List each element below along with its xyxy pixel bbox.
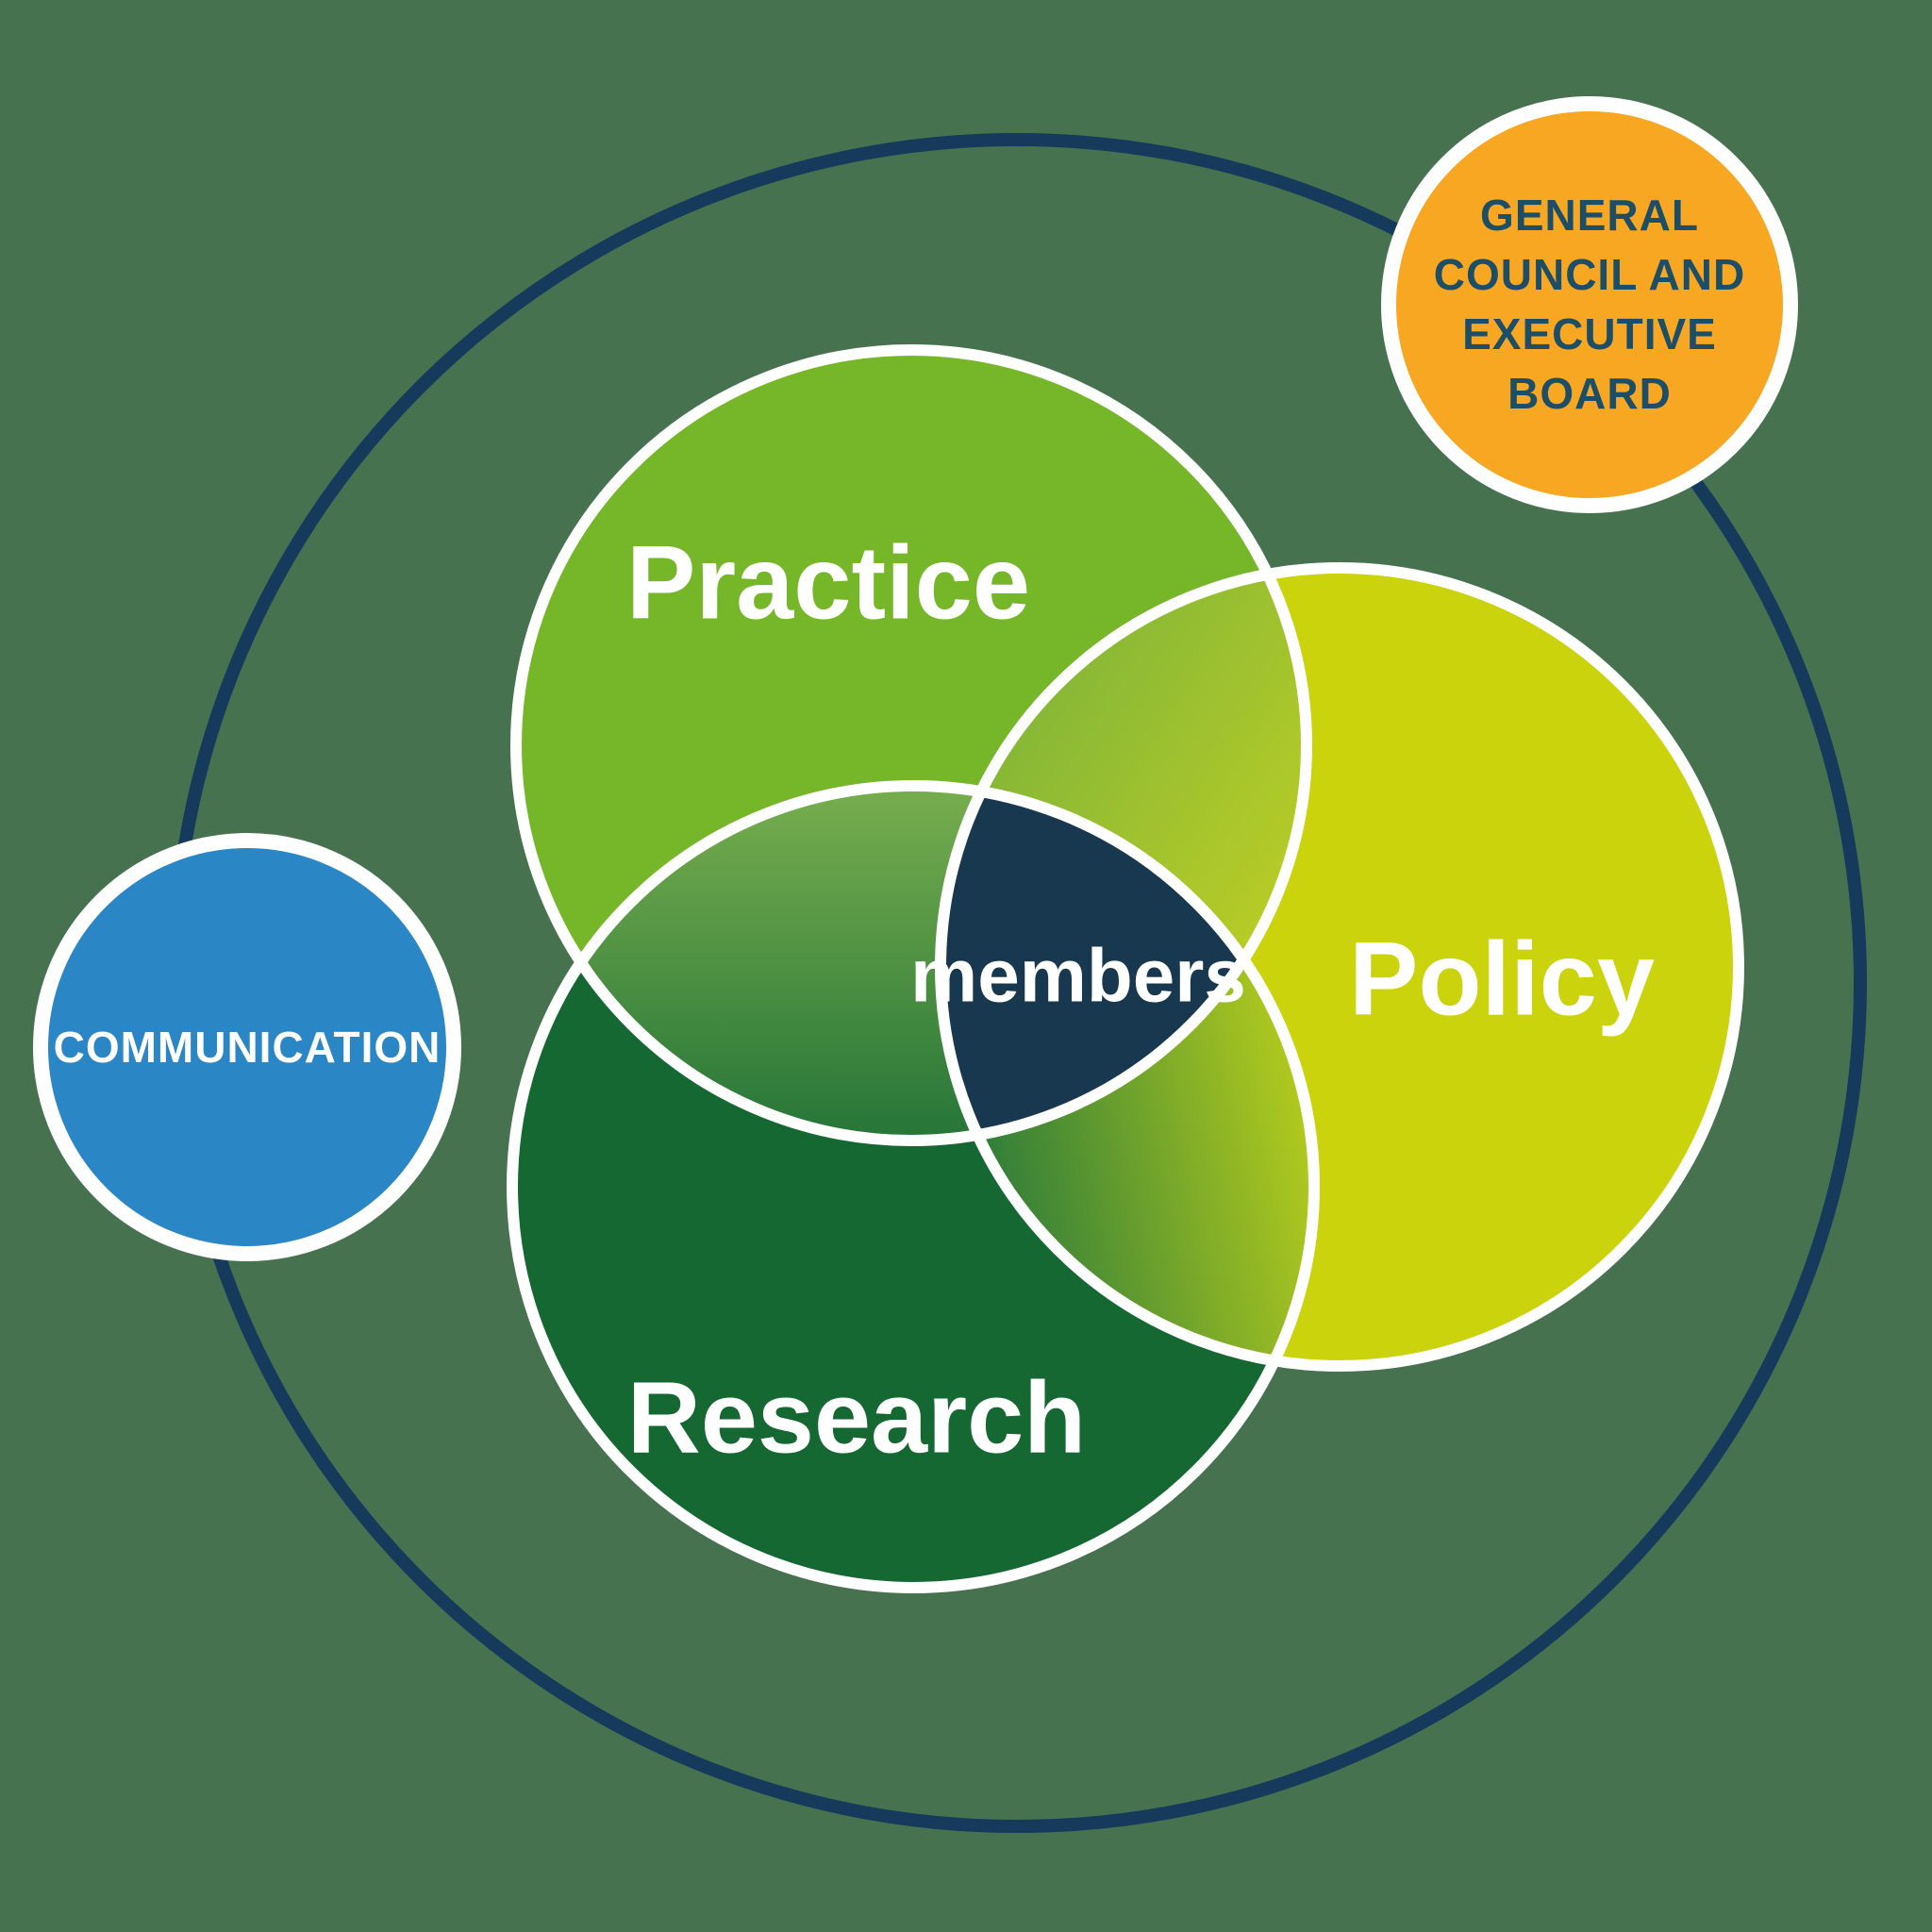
members-intersection (941, 786, 1307, 1141)
governance-circle-group: GENERAL COUNCIL AND EXECUTIVE BOARD (1381, 96, 1798, 513)
communication-circle-group: COMMUNICATION (33, 833, 461, 1261)
research-policy-overlap (941, 786, 1314, 1366)
communication-circle (33, 833, 461, 1261)
policy-outline (935, 562, 1744, 1372)
governance-circle (1381, 96, 1798, 513)
research-label: Research (627, 1360, 1086, 1474)
governance-label-line3: EXECUTIVE (1462, 309, 1717, 358)
research-outline (507, 780, 1320, 1593)
communication-label: COMMUNICATION (54, 1023, 441, 1072)
circle-outlines (507, 344, 1744, 1593)
practice-policy-overlap (941, 568, 1307, 1141)
governance-label-line2: COUNCIL AND (1434, 250, 1745, 299)
members-label: members (910, 934, 1246, 1018)
policy-label: Policy (1349, 922, 1655, 1038)
practice-label: Practice (626, 525, 1030, 641)
governance-label-line1: GENERAL (1480, 191, 1699, 240)
practice-outline (510, 344, 1312, 1146)
governance-label-line4: BOARD (1507, 369, 1672, 418)
